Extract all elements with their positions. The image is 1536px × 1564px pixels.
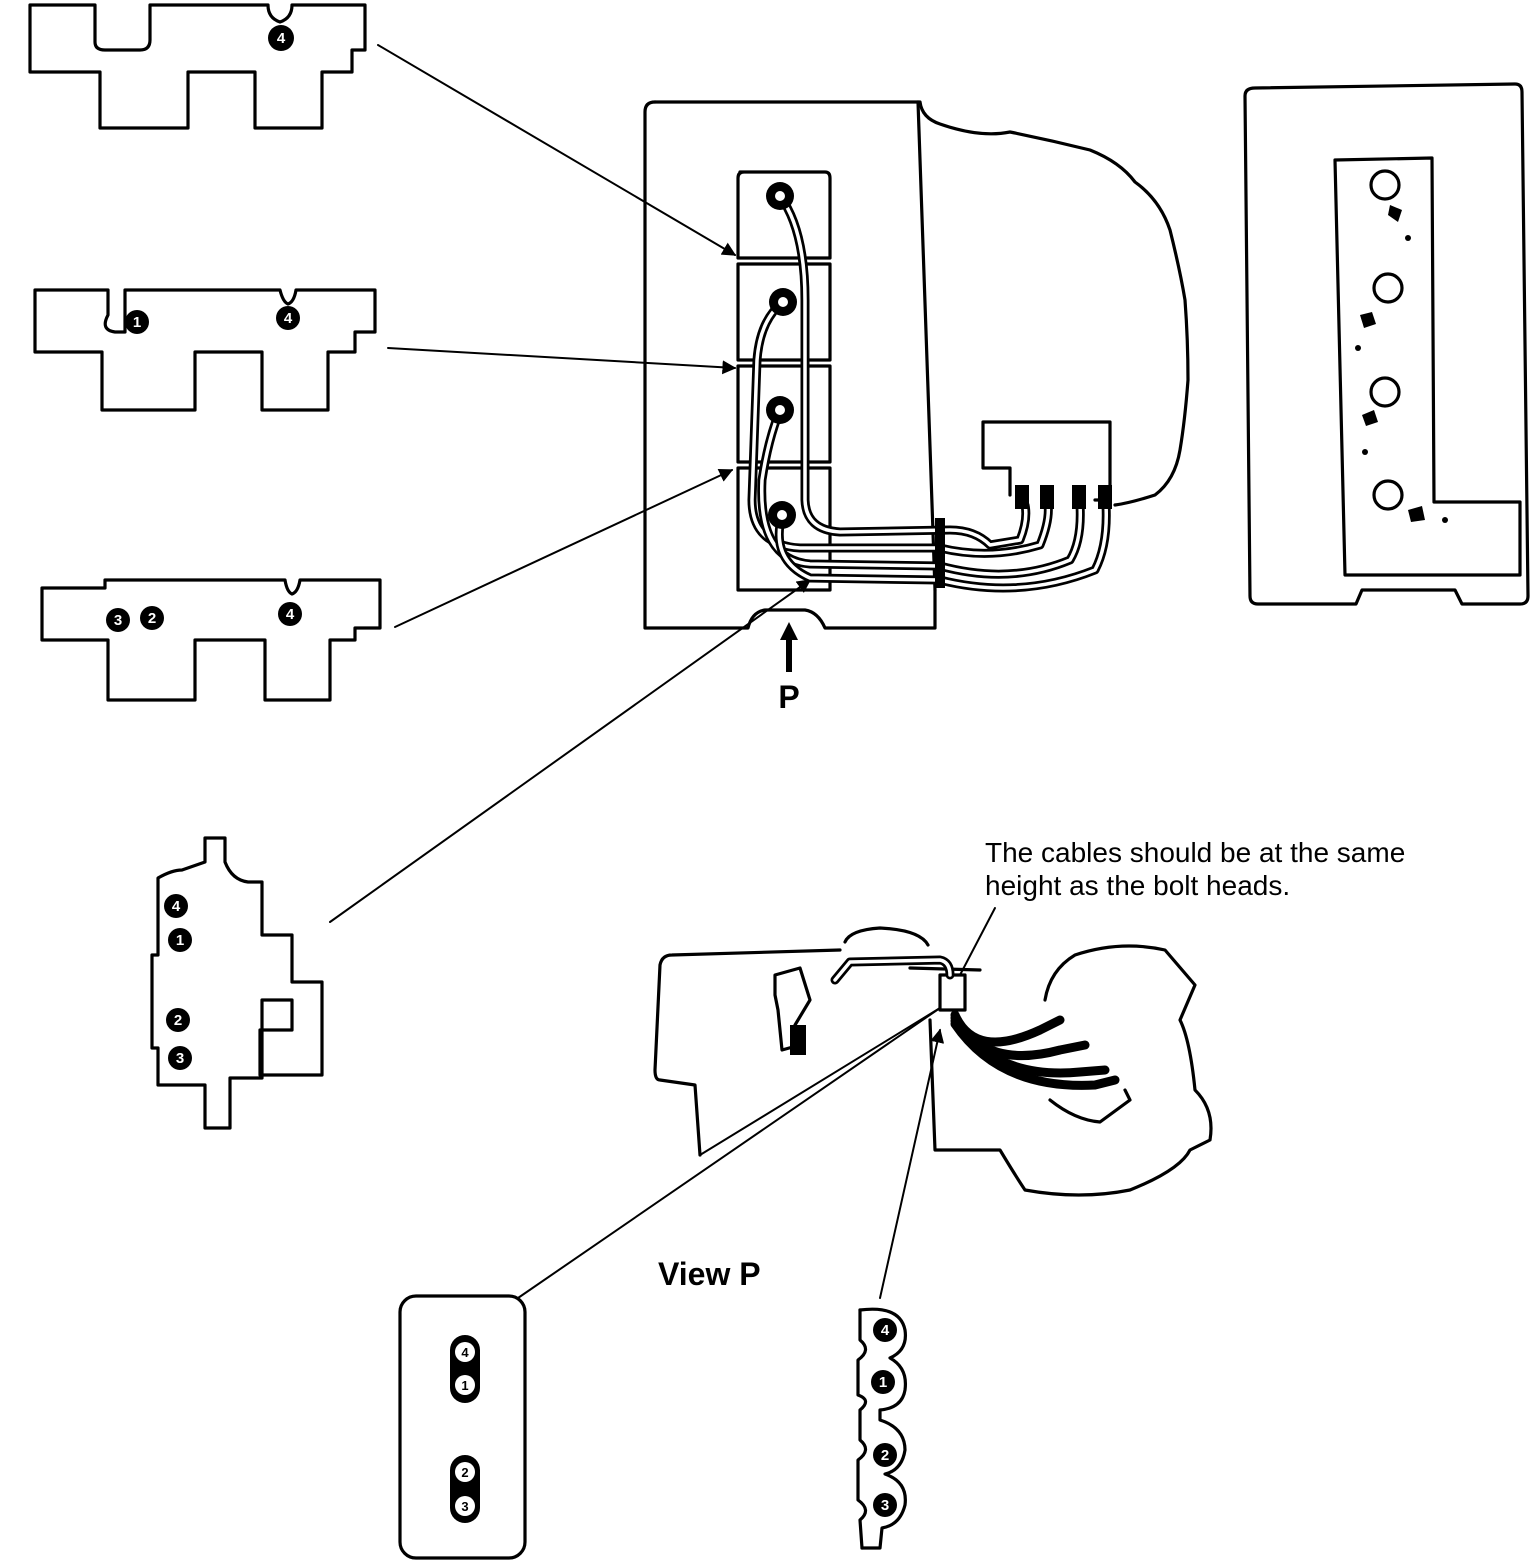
view-arrow-label: P — [778, 679, 799, 715]
marker-number: 2 — [148, 610, 156, 627]
view-p-title: View P — [658, 1256, 761, 1292]
svg-text:4: 4 — [461, 1345, 469, 1360]
marker-number: 1 — [176, 932, 184, 949]
leader-arrows — [329, 44, 812, 923]
svg-text:2: 2 — [461, 1465, 468, 1480]
marker-circle — [278, 602, 302, 626]
engine-cover-assembly — [643, 100, 1190, 630]
svg-text:1: 1 — [879, 1374, 887, 1391]
svg-text:1: 1 — [461, 1378, 468, 1393]
cylinder-head-plate — [1243, 82, 1530, 606]
marker-number: 4 — [284, 310, 293, 327]
view-arrow-p: P — [778, 622, 800, 715]
cable-bracket-b: 1 4 — [33, 288, 377, 412]
marker-circle — [168, 1046, 192, 1070]
marker-number: 3 — [114, 612, 122, 629]
marker-number: 1 — [133, 314, 141, 331]
marker-circle — [168, 928, 192, 952]
marker-number: 4 — [277, 30, 286, 47]
marker-number: 2 — [174, 1012, 182, 1029]
marker-circle — [140, 606, 164, 630]
lower-cable-clip: 4 1 2 3 — [398, 1294, 527, 1560]
coil-stack-clip: 4 1 2 3 — [856, 1307, 908, 1550]
marker-number: 3 — [176, 1050, 184, 1067]
marker-circle — [276, 306, 300, 330]
marker-circle — [125, 310, 149, 334]
cable-bracket-d: 4 1 2 3 — [150, 836, 324, 1130]
marker-circle — [166, 1008, 190, 1032]
marker-number: 4 — [172, 898, 181, 915]
svg-text:4: 4 — [881, 1322, 890, 1339]
ignition-cables — [747, 182, 1112, 593]
view-p-engine — [517, 926, 1213, 1299]
marker-circle — [164, 894, 188, 918]
cable-bracket-a: 4 — [28, 3, 367, 130]
svg-text:2: 2 — [881, 1447, 889, 1464]
marker-circle — [268, 25, 294, 51]
callout-text-line2: height as the bolt heads. — [985, 870, 1290, 901]
svg-text:3: 3 — [461, 1499, 468, 1514]
callout-note: The cables should be at the same height … — [959, 837, 1405, 976]
marker-number: 4 — [286, 606, 295, 623]
marker-circle — [106, 608, 130, 632]
callout-text-line1: The cables should be at the same — [985, 837, 1405, 868]
svg-text:3: 3 — [881, 1497, 889, 1514]
cable-bracket-c: 3 2 4 — [40, 578, 382, 702]
